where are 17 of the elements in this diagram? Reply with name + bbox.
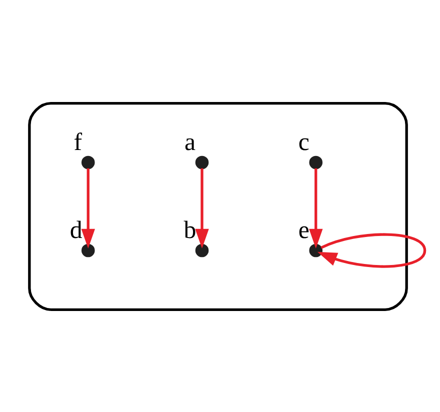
node-label: e <box>298 216 310 244</box>
arrow <box>309 168 323 248</box>
arrow <box>195 168 209 248</box>
node-label: d <box>70 216 82 244</box>
node-label: c <box>298 128 310 156</box>
node-label: b <box>184 216 196 244</box>
node-circle <box>309 243 322 257</box>
node-label: a <box>184 128 196 156</box>
arrow <box>81 168 95 248</box>
node-circle <box>81 243 95 257</box>
cluster <box>28 102 408 310</box>
node-circle <box>195 155 209 169</box>
node-circle <box>81 155 95 169</box>
node-circle <box>195 243 209 257</box>
node-label: f <box>74 128 82 156</box>
node-circle <box>309 155 322 169</box>
arrow <box>317 232 426 268</box>
